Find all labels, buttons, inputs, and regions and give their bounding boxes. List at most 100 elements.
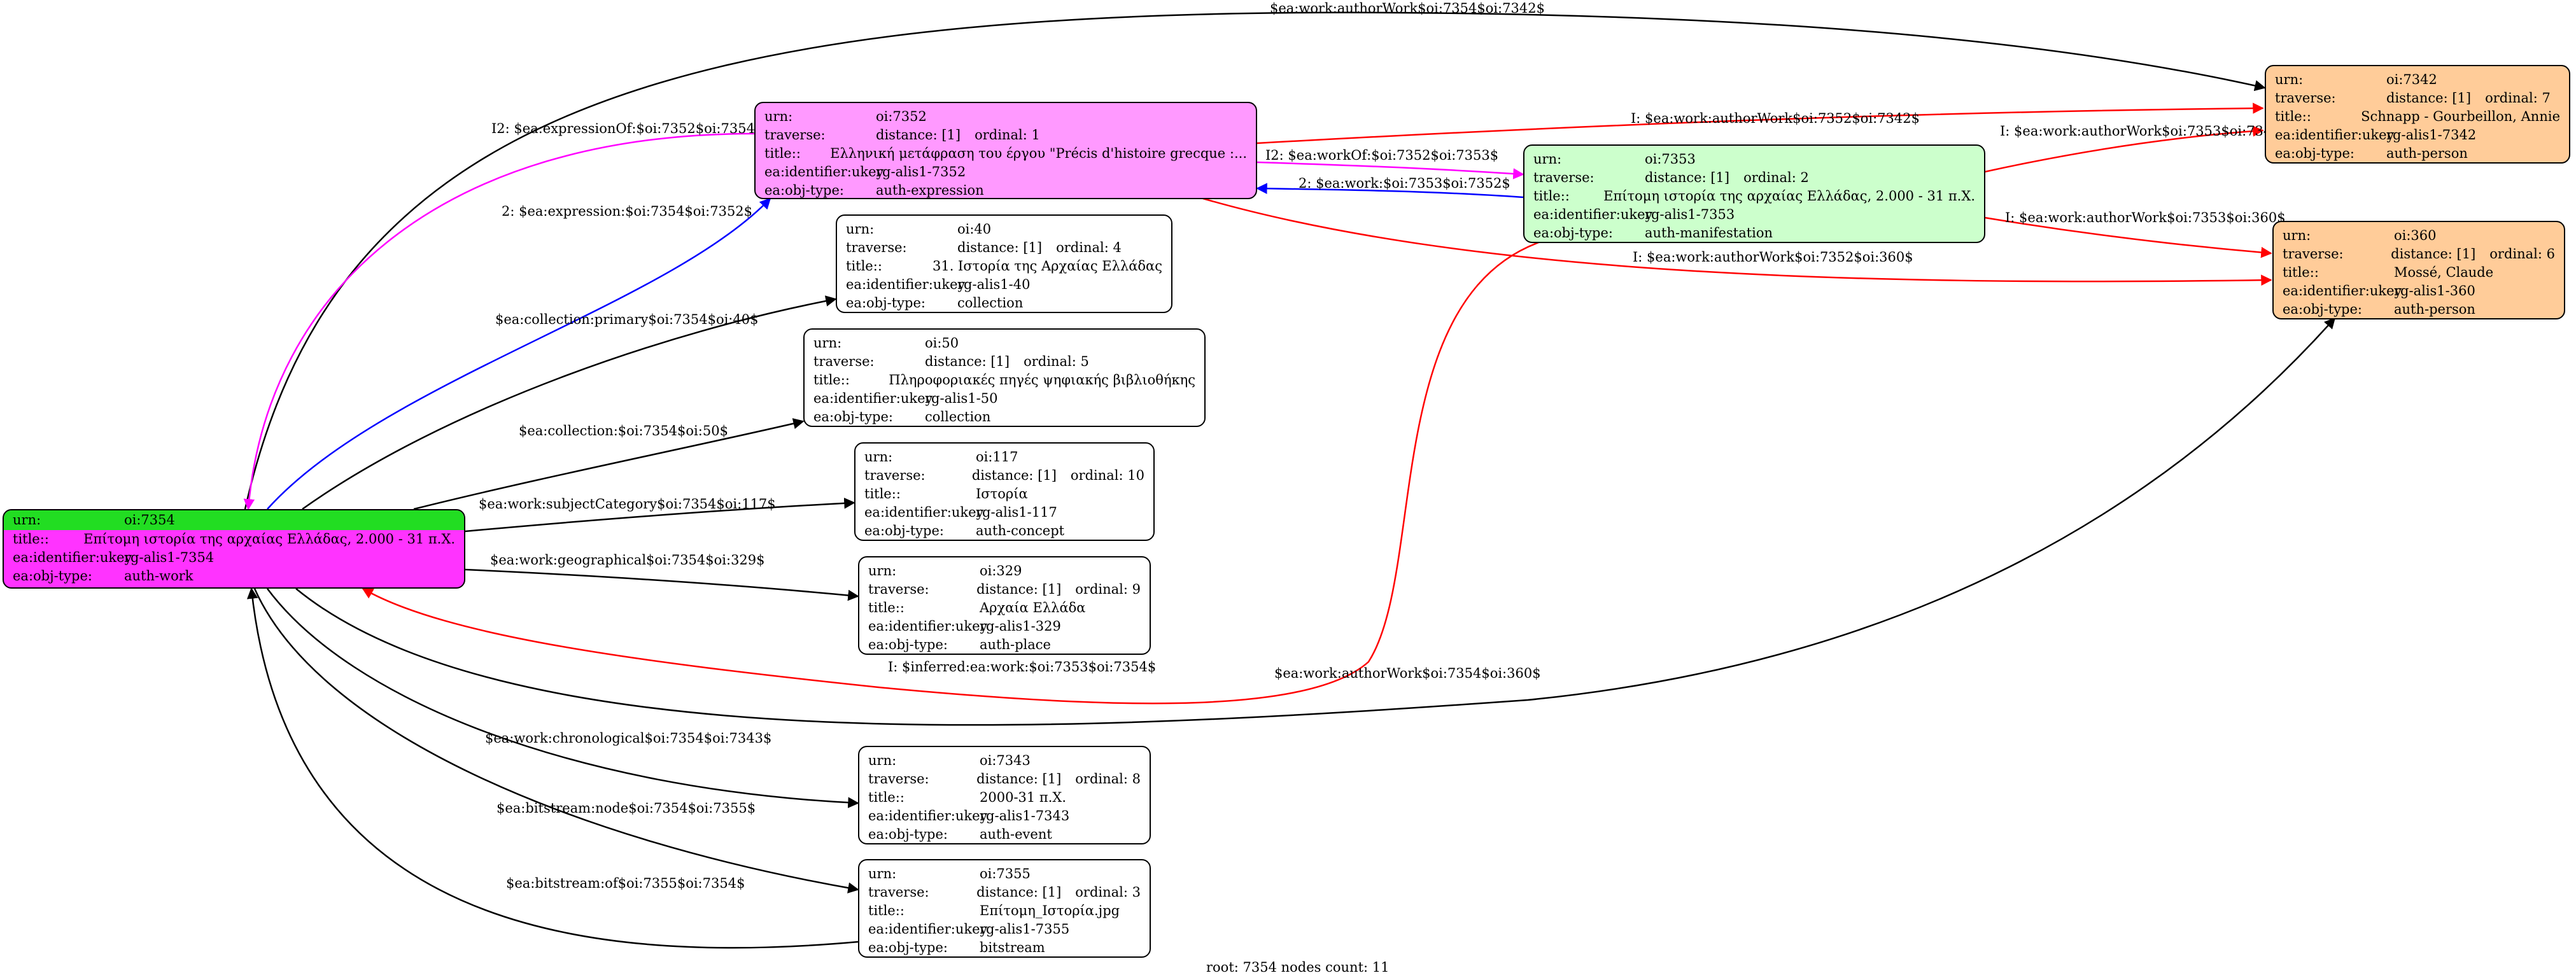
field-key: ea:obj-type: [2283, 302, 2362, 317]
node-329[interactable]: urn:oi:329 traverse:distance: [1]ordinal… [858, 556, 1151, 655]
field-key: ea:obj-type: [868, 637, 948, 652]
urn-value: oi:40 [957, 221, 992, 237]
urn-value: oi:7352 [876, 109, 927, 124]
title-value: Επίτομη_Ιστορία.jpg [980, 903, 1120, 918]
field-key: urn: [868, 753, 897, 768]
title-value: Schnapp - Gourbeillon, Annie [2361, 109, 2560, 124]
ukey-value: rg-alis1-7353 [1645, 207, 1735, 222]
type-value: auth-event [980, 827, 1052, 842]
field-key: traverse: [868, 771, 929, 787]
edge-label: $ea:bitstream:of$oi:7355$oi:7354$ [506, 876, 745, 891]
ordinal-value: ordinal: 9 [1075, 582, 1141, 597]
node-7353[interactable]: urn:oi:7353 traverse:distance: [1]ordina… [1523, 144, 1985, 243]
edge-i-7352-360 [1202, 197, 2272, 286]
field-key: title:: [868, 790, 904, 805]
ukey-value: rg-alis1-50 [925, 391, 998, 406]
ordinal-value: ordinal: 5 [1024, 354, 1089, 369]
field-key: traverse: [868, 885, 929, 900]
type-value: auth-manifestation [1645, 225, 1773, 241]
field-key: ea:obj-type: [864, 523, 944, 538]
ordinal-value: ordinal: 7 [2485, 90, 2551, 106]
distance-value: distance: [1] [976, 885, 1062, 900]
field-key: ea:obj-type: [868, 827, 948, 842]
field-key: traverse: [2283, 246, 2344, 262]
graph-footer: root: 7354 nodes count: 11 [1206, 960, 1390, 975]
distance-value: distance: [1] [957, 240, 1043, 255]
edge-author-360 [295, 317, 2336, 726]
field-key: urn: [846, 221, 875, 237]
ordinal-value: ordinal: 1 [975, 127, 1040, 143]
field-key: title:: [868, 903, 904, 918]
edge-bitstream-node [253, 588, 859, 893]
node-50[interactable]: urn:oi:50 traverse:distance: [1]ordinal:… [803, 328, 1206, 427]
field-key: ea:identifier:ukey [764, 164, 884, 179]
title-value: Επίτομη ιστορία της αρχαίας Ελλάδας, 2.0… [1603, 188, 1975, 204]
edge-label: $ea:work:geographical$oi:7354$oi:329$ [490, 552, 765, 568]
field-key: traverse: [846, 240, 907, 255]
field-key: traverse: [2275, 90, 2336, 106]
field-key: ea:obj-type: [813, 409, 893, 424]
field-key: urn: [864, 449, 893, 465]
field-key: traverse: [864, 468, 926, 483]
field-key: ea:identifier:ukey [864, 505, 984, 520]
edge-chronological [266, 588, 859, 808]
urn-value: oi:117 [976, 449, 1018, 465]
field-key: ea:identifier:ukey [13, 550, 132, 565]
node-360[interactable]: urn:oi:360 traverse:distance: [1]ordinal… [2272, 221, 2565, 319]
edge-expression [267, 197, 771, 510]
field-key: ea:identifier:ukey [2283, 283, 2402, 298]
type-value: collection [957, 295, 1024, 311]
title-value: Ελληνική μετάφραση του έργου "Précis d'h… [830, 146, 1247, 161]
ukey-value: rg-alis1-360 [2394, 283, 2475, 298]
node-header: urn: oi:7354 [4, 510, 464, 530]
urn-value: oi:329 [980, 563, 1022, 578]
edge-label: I: $ea:work:authorWork$oi:7353$oi:360$ [2005, 210, 2286, 225]
type-value: auth-concept [976, 523, 1065, 538]
node-40[interactable]: urn: oi:40 traverse: distance: [1] ordinal:… [836, 214, 1172, 313]
field-key: ea:obj-type: [1533, 225, 1613, 241]
distance-value: distance: [1] [971, 468, 1057, 483]
ukey-value: rg-alis1-40 [957, 277, 1031, 292]
distance-value: distance: [1] [925, 354, 1010, 369]
edge-label: I: $ea:work:authorWork$oi:7353$oi:7342$ [2000, 123, 2289, 139]
ordinal-value: ordinal: 10 [1070, 468, 1144, 483]
field-key: urn: [1533, 151, 1562, 167]
node-7355[interactable]: urn:oi:7355 traverse:distance: [1]ordina… [858, 859, 1151, 958]
node-root-7354[interactable]: urn: oi:7354 title::Επίτομη ιστορία της … [3, 509, 465, 589]
edge-subject [464, 498, 855, 533]
edge-expression-of [243, 132, 755, 510]
field-key: ea:obj-type: [846, 295, 926, 311]
edge-label: $ea:work:subjectCategory$oi:7354$oi:117$ [479, 496, 776, 512]
node-7342[interactable]: urn:oi:7342 traverse:distance: [1]ordina… [2265, 65, 2570, 164]
edge-inferred [362, 241, 1541, 704]
node-7343[interactable]: urn:oi:7343 traverse:distance: [1]ordina… [858, 746, 1151, 844]
node-7352[interactable]: urn:oi:7352 traverse:distance: [1]ordina… [754, 102, 1257, 199]
type-value: auth-person [2386, 146, 2468, 161]
distance-value: distance: [1] [1645, 170, 1730, 185]
title-value: 31. Ιστορία της Αρχαίας Ελλάδας [932, 258, 1162, 274]
field-key: traverse: [1533, 170, 1594, 185]
edge-workof [1256, 161, 1524, 179]
field-key: title:: [1533, 188, 1570, 204]
field-key: title:: [13, 531, 49, 547]
field-key: ea:obj-type: [868, 940, 948, 955]
field-key: title:: [764, 146, 801, 161]
distance-value: distance: [1] [2386, 90, 2472, 106]
field-key: urn: [813, 335, 842, 351]
field-key: traverse: [764, 127, 826, 143]
ordinal-value: ordinal: 3 [1075, 885, 1141, 900]
ordinal-value: ordinal: 4 [1056, 240, 1122, 255]
field-key: ea:obj-type: [2275, 146, 2354, 161]
urn-value: oi:360 [2394, 228, 2437, 243]
type-value: auth-place [980, 637, 1051, 652]
edge-label: 2: $ea:work:$oi:7353$oi:7352$ [1299, 176, 1510, 191]
title-value: Αρχαία Ελλάδα [980, 600, 1086, 615]
ukey-value: rg-alis1-7342 [2386, 127, 2477, 143]
ukey-value: rg-alis1-117 [976, 505, 1057, 520]
edge-label: $ea:work:chronological$oi:7354$oi:7343$ [485, 731, 772, 746]
node-117[interactable]: urn: oi:117 traverse: distance: [1] ordinal… [854, 442, 1155, 541]
edge-label: $ea:work:authorWork$oi:7354$oi:7342$ [1270, 1, 1545, 16]
ordinal-value: ordinal: 2 [1743, 170, 1809, 185]
edge-label: $ea:bitstream:node$oi:7354$oi:7355$ [496, 801, 756, 816]
